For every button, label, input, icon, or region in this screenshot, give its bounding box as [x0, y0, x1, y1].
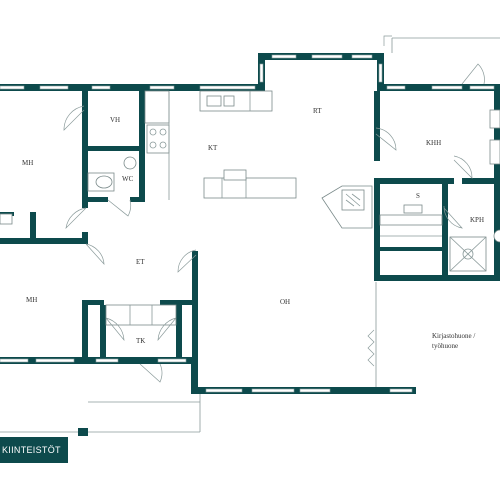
room-label-rt: RT — [313, 107, 322, 115]
room-label-kph: KPH — [470, 216, 484, 224]
door-swings — [63, 35, 485, 383]
room-label-kt: KT — [208, 144, 218, 152]
room-label-study-line1: Kirjastohuone / — [432, 332, 475, 340]
room-label-et: ET — [136, 258, 145, 266]
room-label-mh-bottom: MH — [26, 296, 37, 304]
room-label-s: S — [416, 192, 420, 200]
room-label-wc: WC — [122, 175, 134, 183]
terrace-outlines — [0, 37, 500, 436]
room-label-study-line2: työhuone — [432, 342, 458, 350]
room-labels: MH VH WC KT RT KHH S KPH MH ET OH TK Kir… — [22, 107, 484, 350]
room-label-mh-top: MH — [22, 159, 33, 167]
windows — [0, 54, 495, 393]
room-label-tk: TK — [136, 337, 145, 345]
room-label-khh: KHH — [426, 139, 441, 147]
brand-badge: KIINTEISTÖT — [0, 437, 68, 463]
room-label-vh: VH — [110, 116, 120, 124]
interior-walls — [0, 91, 500, 391]
fixtures — [0, 90, 500, 387]
room-label-oh: OH — [280, 298, 290, 306]
